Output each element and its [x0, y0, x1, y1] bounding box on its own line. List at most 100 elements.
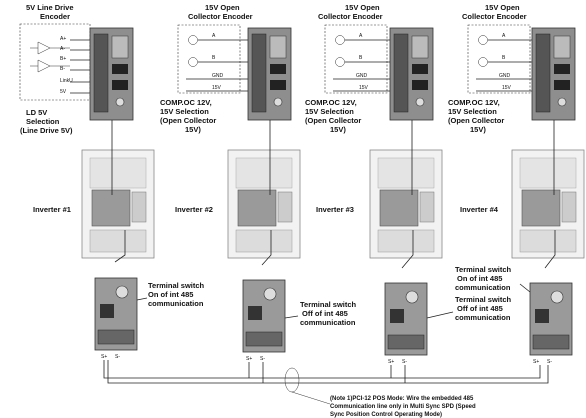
- encoder-1-title-line2: Encoder: [40, 12, 70, 21]
- selection-1-line2: Selection: [26, 117, 60, 126]
- encoder-2: 15V Open Collector Encoder A B GND 15V: [177, 3, 253, 94]
- encoder-2-signal-4: 15V: [212, 85, 222, 91]
- inverter-3-unit: [369, 149, 443, 259]
- selection-3-line3: (Open Collector: [305, 116, 361, 125]
- encoder-2-wires: [186, 39, 248, 92]
- terminal-note-2-line2: Off of int 485: [302, 309, 348, 318]
- encoder-3-wires: [333, 39, 390, 92]
- encoder-3-signal-3: GND: [356, 73, 368, 79]
- encoder-4-transistor-b-icon: [478, 57, 488, 67]
- terminal-note-3-arrow: [426, 311, 454, 319]
- twisted-pair-icon: [284, 367, 300, 393]
- selection-4-line1: COMP.OC 12V,: [448, 98, 500, 107]
- encoder-1-signal-6: 5V: [60, 89, 67, 95]
- selection-4-line2: 15V Selection: [448, 107, 497, 116]
- terminal-board-3: [384, 282, 428, 356]
- board-to-inverter-lines: [111, 120, 555, 195]
- inverter-4-unit: [511, 149, 585, 259]
- inverter-2-label: Inverter #2: [175, 205, 213, 214]
- terminal-1-sminus: S-: [115, 354, 120, 360]
- encoder-3-signal-2: B: [359, 55, 363, 61]
- inverter-4-label: Inverter #4: [460, 205, 499, 214]
- terminal-3-sminus: S-: [402, 359, 407, 365]
- encoder-2-signal-2: B: [212, 55, 216, 61]
- note-line1: (Note 1)PCI-12 POS Mode: Wire the embedd…: [330, 396, 474, 402]
- encoder-2-boundary: [177, 24, 241, 94]
- encoder-3-signal-4: 15V: [359, 85, 369, 91]
- note-line3: Sync Position Control Operating Mode): [330, 412, 442, 418]
- inverter-1-label: Inverter #1: [33, 205, 71, 214]
- option-board-4: [531, 27, 576, 121]
- terminal-note-1-line3: communication: [148, 299, 204, 308]
- line-driver-b-icon: [30, 59, 70, 73]
- terminal-board-2: [242, 279, 286, 353]
- selection-3-line1: COMP.OC 12V,: [305, 98, 357, 107]
- selection-2-line1: COMP.OC 12V,: [160, 98, 212, 107]
- selection-1-line3: (Line Drive 5V): [20, 126, 73, 135]
- encoder-4-signal-4: 15V: [502, 85, 512, 91]
- terminal-2-sminus: S-: [260, 356, 265, 362]
- terminal-note-2-arrow: [284, 315, 299, 319]
- encoder-4-signal-1: A: [502, 33, 506, 39]
- encoder-4-title-line1: 15V Open: [485, 3, 520, 12]
- terminal-4-splus: S+: [533, 359, 539, 365]
- note-line2: Communication line only in Multi Sync SP…: [330, 404, 476, 410]
- encoder-3-boundary: [324, 24, 388, 94]
- option-board-3: [389, 27, 434, 121]
- encoder-4-transistor-a-icon: [478, 35, 488, 45]
- terminal-note-4-line3: communication: [455, 283, 511, 292]
- option-board-2: [247, 27, 292, 121]
- encoder-2-title-line2: Collector Encoder: [188, 12, 253, 21]
- terminal-note-1-arrow: [136, 297, 148, 301]
- encoder-4-signal-2: B: [502, 55, 506, 61]
- terminal-4-sminus: S-: [547, 359, 552, 365]
- encoder-1: 5V Line Drive Encoder A+ A- B+ B- LinkU …: [19, 3, 91, 101]
- selection-2-line4: 15V): [185, 125, 201, 134]
- encoder-1-signal-4: B-: [60, 66, 65, 72]
- selection-2-line2: 15V Selection: [160, 107, 209, 116]
- terminal-3-splus: S+: [388, 359, 394, 365]
- encoder-1-wires: [70, 39, 90, 94]
- encoder-3-title-line1: 15V Open: [345, 3, 380, 12]
- selection-3-line2: 15V Selection: [305, 107, 354, 116]
- terminal-note-4-line1: Terminal switch: [455, 265, 512, 274]
- encoder-3-transistor-b-icon: [335, 57, 345, 67]
- terminal-note-4-arrow: [519, 283, 531, 293]
- selection-4-line4: 15V): [470, 125, 486, 134]
- inverter-to-terminal-lines: [114, 230, 556, 269]
- encoder-1-boundary: [19, 23, 91, 101]
- inverter-1-unit: [81, 149, 155, 259]
- selection-2-line3: (Open Collector: [160, 116, 216, 125]
- encoder-2-signal-1: A: [212, 33, 216, 39]
- terminal-note-2-line1: Terminal switch: [300, 300, 357, 309]
- inverter-3-label: Inverter #3: [316, 205, 354, 214]
- encoder-2-title-line1: 15V Open: [205, 3, 240, 12]
- encoder-4-boundary: [467, 24, 531, 94]
- encoder-3-transistor-a-icon: [335, 35, 345, 45]
- terminal-note-1-line1: Terminal switch: [148, 281, 205, 290]
- encoder-2-transistor-a-icon: [188, 35, 198, 45]
- encoder-4: 15V Open Collector Encoder A B GND 15V: [462, 3, 532, 94]
- encoder-2-signal-3: GND: [212, 73, 224, 79]
- terminal-board-1: [94, 277, 138, 351]
- terminal-board-4: [529, 282, 573, 356]
- rs485-bus-lines: [103, 360, 549, 384]
- inverter-2-unit: [227, 149, 301, 259]
- encoder-4-wires: [476, 39, 532, 92]
- terminal-1-splus: S+: [101, 354, 107, 360]
- encoder-1-signal-1: A+: [60, 36, 66, 42]
- encoder-1-title-line1: 5V Line Drive: [26, 3, 74, 12]
- encoder-2-transistor-b-icon: [188, 57, 198, 67]
- terminal-note-3-line3: communication: [455, 313, 511, 322]
- encoder-3: 15V Open Collector Encoder A B GND 15V: [318, 3, 390, 94]
- terminal-note-2-line3: communication: [300, 318, 356, 327]
- note-leader-line: [291, 391, 331, 405]
- encoder-1-signal-2: A-: [60, 46, 65, 52]
- terminal-note-1-line2: On of int 485: [148, 290, 193, 299]
- encoder-4-signal-3: GND: [499, 73, 511, 79]
- option-board-1: [89, 27, 134, 121]
- terminal-note-3-line1: Terminal switch: [455, 295, 512, 304]
- encoder-1-signal-5: LinkU: [60, 78, 73, 84]
- selection-3-line4: 15V): [330, 125, 346, 134]
